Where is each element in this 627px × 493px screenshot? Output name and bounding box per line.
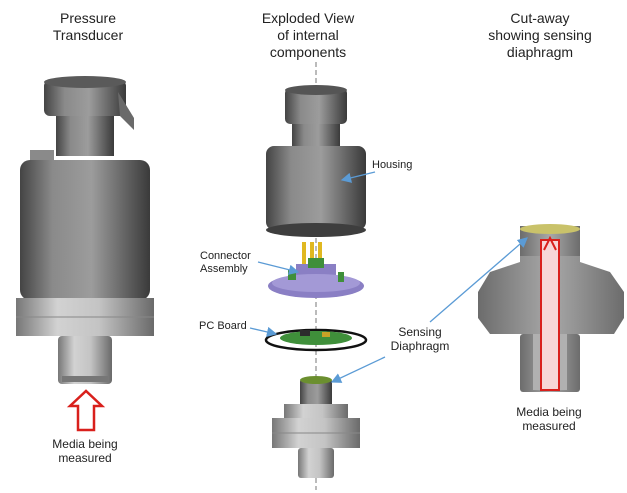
lower-body-part	[272, 376, 360, 478]
title-cutaway: Cut-away showing sensing diaphragm	[488, 10, 592, 60]
pcboard-callout-line	[249, 326, 278, 338]
media-channel	[540, 239, 560, 391]
title-pressure-transducer: Pressure Transducer	[52, 10, 124, 43]
media-label-left: Media being measured	[52, 437, 118, 465]
media-label-right: Media being measured	[516, 405, 582, 433]
exploded-view	[264, 62, 368, 490]
connector-assembly-part	[268, 258, 364, 298]
pc-board-label: PC Board	[199, 320, 247, 332]
connector-callout-line	[257, 261, 300, 275]
housing-part	[266, 146, 366, 230]
connector-assembly-label: Connector Assembly	[200, 250, 251, 275]
media-flow-arrow-left	[66, 389, 106, 432]
title-exploded-view: Exploded View of internal components	[261, 10, 355, 60]
diaphragm-callout-line-right	[429, 237, 528, 323]
cutaway-view	[478, 224, 624, 392]
housing-label: Housing	[372, 159, 413, 171]
housing-callout-line	[340, 171, 376, 183]
pc-board-part	[264, 328, 368, 352]
diaphragm-callout-line-left	[330, 356, 386, 383]
sensing-diaphragm-label: Sensing Diaphragm	[390, 325, 450, 353]
assembled-transducer	[16, 76, 154, 384]
latch-tab	[118, 92, 134, 130]
